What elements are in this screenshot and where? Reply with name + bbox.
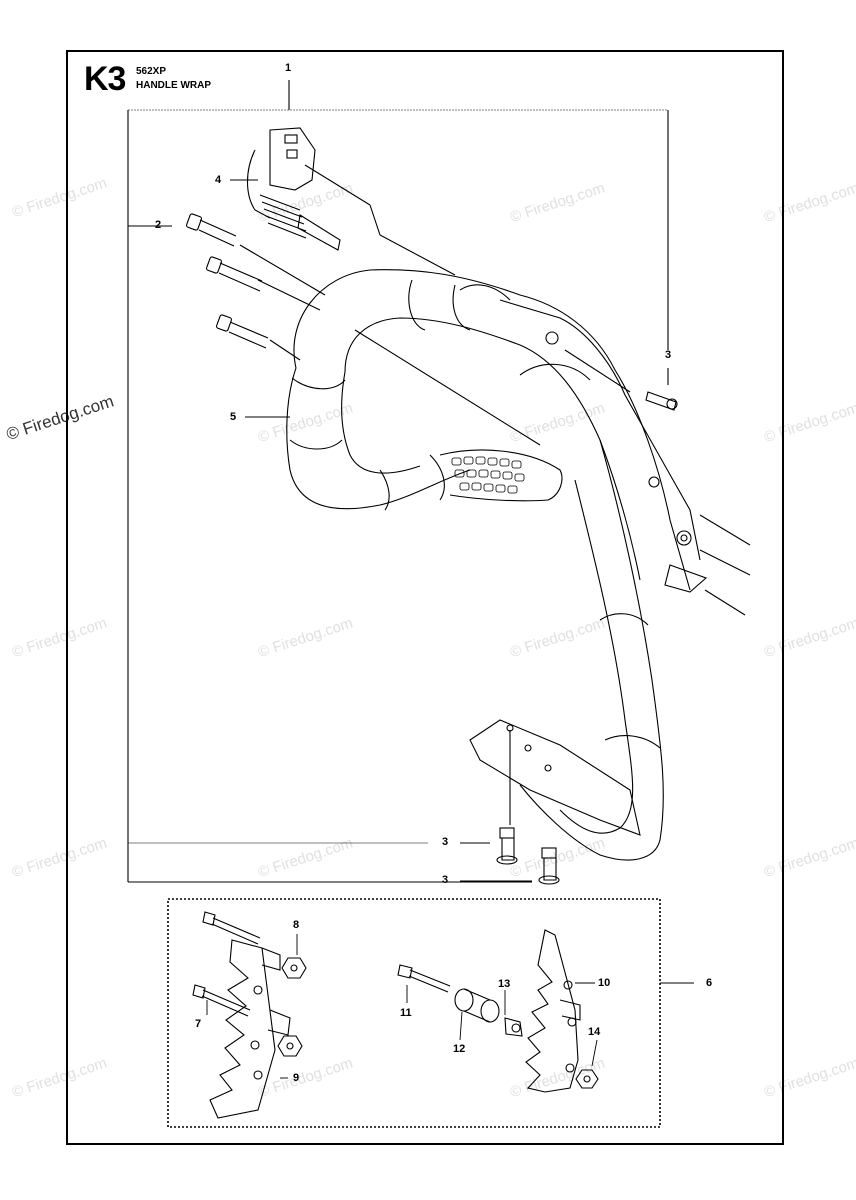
callout-7: 7	[195, 1018, 202, 1030]
callout-8: 8	[293, 919, 300, 931]
callout-9: 9	[293, 1072, 300, 1084]
section-code: K3	[84, 60, 126, 98]
callout-5: 5	[230, 411, 237, 423]
callout-1: 1	[285, 62, 292, 74]
callout-10: 10	[598, 977, 611, 989]
callout-6: 6	[706, 977, 713, 989]
callout-12: 12	[453, 1043, 466, 1055]
callout-11: 11	[400, 1007, 412, 1019]
model-label: 562XP	[136, 66, 167, 77]
callout-2: 2	[155, 219, 162, 231]
callout-3: 3	[665, 349, 672, 361]
callout-14: 14	[588, 1026, 601, 1038]
diagram-frame	[66, 50, 784, 1145]
page-title: HANDLE WRAP	[136, 80, 211, 91]
callout-4: 4	[215, 174, 222, 186]
callout-13: 13	[498, 978, 511, 990]
callout-3: 3	[442, 874, 449, 886]
callout-3: 3	[442, 836, 449, 848]
